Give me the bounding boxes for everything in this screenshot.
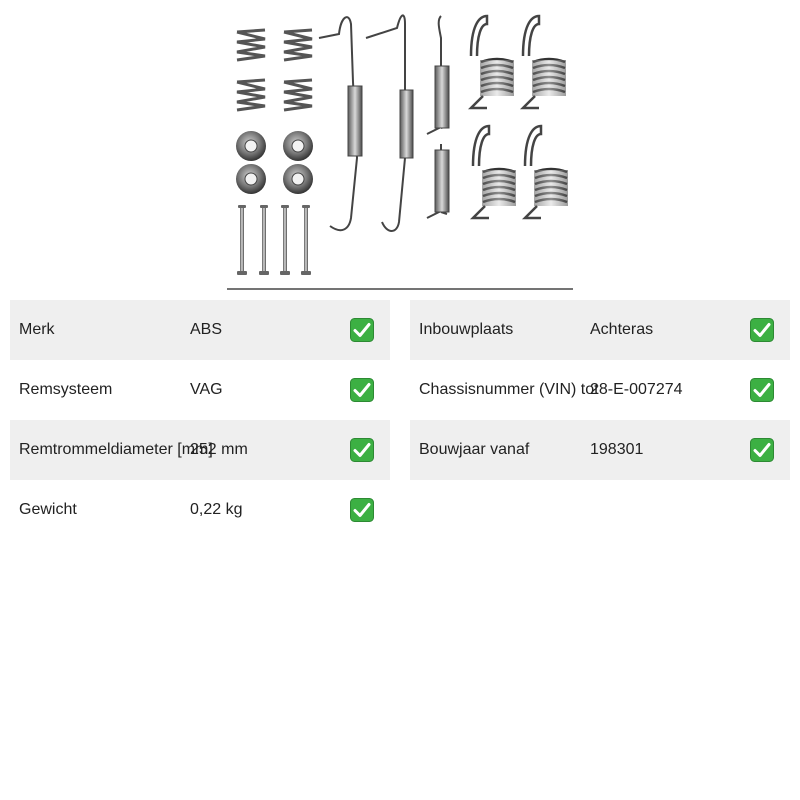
spec-value: 252 mm bbox=[190, 441, 248, 458]
spec-value: 0,22 kg bbox=[190, 501, 243, 518]
product-image bbox=[227, 8, 573, 290]
spec-label: Remsysteem bbox=[19, 381, 113, 398]
spec-table-right: Inbouwplaats Achteras Chassisnummer (VIN… bbox=[410, 300, 790, 480]
spec-value: ABS bbox=[190, 321, 223, 338]
spec-row-gewicht: Gewicht 0,22 kg bbox=[10, 480, 390, 540]
spec-label: Bouwjaar vanaf bbox=[419, 441, 530, 458]
spec-value: Achteras bbox=[590, 321, 654, 338]
spec-label: Chassisnummer (VIN) tot bbox=[419, 381, 599, 398]
check-mark-icon bbox=[350, 378, 374, 402]
spec-label: Gewicht bbox=[19, 501, 77, 518]
spec-row-bouwjaar: Bouwjaar vanaf 198301 bbox=[410, 420, 790, 480]
spec-value: 198301 bbox=[590, 441, 644, 458]
spec-value: VAG bbox=[190, 381, 223, 398]
spec-row-inbouwplaats: Inbouwplaats Achteras bbox=[410, 300, 790, 360]
check-mark-icon bbox=[750, 438, 774, 462]
spec-label: Remtrommeldiameter [mm] bbox=[19, 441, 213, 458]
spec-row-chassisnummer: Chassisnummer (VIN) tot 28-E-007274 bbox=[410, 360, 790, 420]
check-mark-icon bbox=[350, 318, 374, 342]
spec-value: 28-E-007274 bbox=[590, 381, 683, 398]
spec-row-remsysteem: Remsysteem VAG bbox=[10, 360, 390, 420]
spec-table-left: Merk ABS Remsysteem VAG Remtrommeldiamet… bbox=[10, 300, 390, 540]
check-mark-icon bbox=[350, 438, 374, 462]
spec-label: Merk bbox=[19, 321, 55, 338]
check-mark-icon bbox=[750, 318, 774, 342]
spec-row-remtrommeldiameter: Remtrommeldiameter [mm] 252 mm bbox=[10, 420, 390, 480]
check-mark-icon bbox=[750, 378, 774, 402]
check-mark-icon bbox=[350, 498, 374, 522]
spec-row-merk: Merk ABS bbox=[10, 300, 390, 360]
spec-label: Inbouwplaats bbox=[419, 321, 514, 338]
